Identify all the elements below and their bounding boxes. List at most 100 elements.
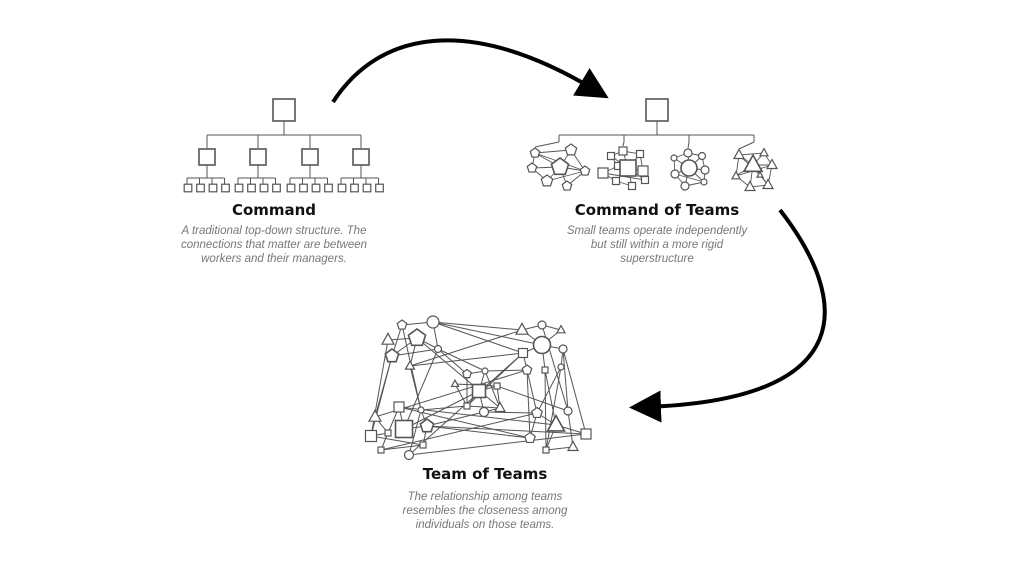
command-of-teams-hierarchy [526, 98, 779, 192]
triangle-node [743, 180, 757, 192]
worker-node [324, 183, 333, 193]
connector-line [380, 444, 424, 451]
square-node [517, 347, 529, 359]
connector-line [484, 370, 501, 409]
square-node [384, 429, 392, 437]
pentagon-node [564, 143, 578, 156]
square-node [637, 165, 649, 177]
triangle-node [450, 378, 460, 388]
connector-line [536, 366, 562, 414]
connector-line [409, 329, 523, 367]
manager-node [198, 148, 216, 166]
team-cluster-square [597, 141, 650, 191]
square-node [597, 167, 609, 179]
worker-node [350, 183, 359, 193]
circle-node [417, 406, 425, 414]
square-node [618, 146, 628, 156]
circle-node [433, 344, 443, 354]
circle-node [680, 159, 698, 177]
pentagon-node [529, 147, 541, 158]
cluster-link-line [534, 141, 560, 148]
connector-line [454, 383, 468, 407]
circle-node [426, 315, 440, 329]
circle-node [532, 335, 552, 355]
square-node [542, 446, 550, 454]
square-node [619, 159, 637, 177]
connector-line [426, 425, 587, 435]
worker-node [196, 183, 205, 193]
connector-line [426, 425, 531, 439]
square-node [463, 402, 471, 410]
top-manager-node [272, 98, 296, 122]
pentagon-node [524, 431, 536, 444]
cluster-link-line [687, 141, 690, 149]
circle-node [478, 406, 490, 418]
connector-line [432, 321, 543, 346]
connector-line [562, 348, 569, 412]
connector-line [738, 152, 765, 156]
square-node [377, 446, 385, 454]
connector-line [546, 170, 586, 182]
triangle-node [404, 359, 416, 370]
command-title: Command [231, 201, 317, 219]
command-of-teams-title: Command of Teams [574, 201, 740, 219]
triangle-node [755, 170, 765, 178]
worker-node [234, 183, 244, 193]
team-of-teams-network [364, 315, 592, 461]
triangle-node [742, 153, 764, 173]
triangle-node [566, 440, 580, 452]
command-description: A traditional top-down structure. The co… [180, 225, 368, 265]
top-manager-node [645, 98, 669, 122]
triangle-node [546, 414, 566, 432]
pentagon-node [384, 348, 400, 363]
arrow-command-to-command-of-teams [331, 38, 609, 104]
pentagon-node [550, 157, 570, 176]
connector-line [484, 369, 528, 372]
worker-node [375, 183, 384, 193]
command-of-teams-description: Small teams operate independently but st… [566, 225, 748, 265]
connector-line [408, 409, 422, 456]
worker-node [272, 183, 281, 193]
triangle-node [761, 178, 775, 190]
connector-line [432, 321, 523, 331]
connector-line [545, 446, 574, 451]
square-node [364, 429, 378, 443]
cluster-link-line [738, 141, 755, 150]
connector-line [437, 348, 486, 372]
pentagon-node [540, 174, 554, 187]
worker-node [259, 183, 269, 193]
connector-line [403, 390, 480, 430]
connector-line [380, 412, 538, 451]
connector-line [409, 352, 524, 367]
circle-node [403, 449, 415, 461]
connector-line [544, 369, 547, 451]
team-of-teams-title: Team of Teams [422, 465, 548, 483]
worker-node [286, 183, 296, 193]
square-node [471, 383, 487, 399]
manager-node [301, 148, 319, 166]
pentagon-node [561, 180, 573, 191]
worker-node [221, 183, 230, 193]
connector-line [526, 369, 531, 439]
circle-node [563, 406, 573, 416]
connector-line [483, 411, 538, 414]
connector-line [496, 385, 569, 412]
pentagon-node [407, 328, 427, 347]
connector-line [526, 369, 538, 414]
worker-node [311, 183, 321, 193]
circle-node [697, 151, 707, 161]
pentagon-node [526, 162, 538, 173]
pentagon-node [521, 364, 533, 375]
square-node [580, 428, 592, 440]
connector-line [408, 433, 587, 456]
team-cluster-triangle [730, 141, 779, 192]
circle-node [557, 363, 565, 371]
triangle-node [555, 324, 567, 334]
connector-line [544, 369, 557, 426]
circle-node [670, 154, 678, 162]
circle-node [700, 178, 708, 186]
pentagon-node [462, 368, 472, 379]
worker-node [208, 183, 218, 193]
team-of-teams-description: The relationship among teams resembles t… [402, 491, 568, 531]
connector-line [374, 355, 393, 418]
